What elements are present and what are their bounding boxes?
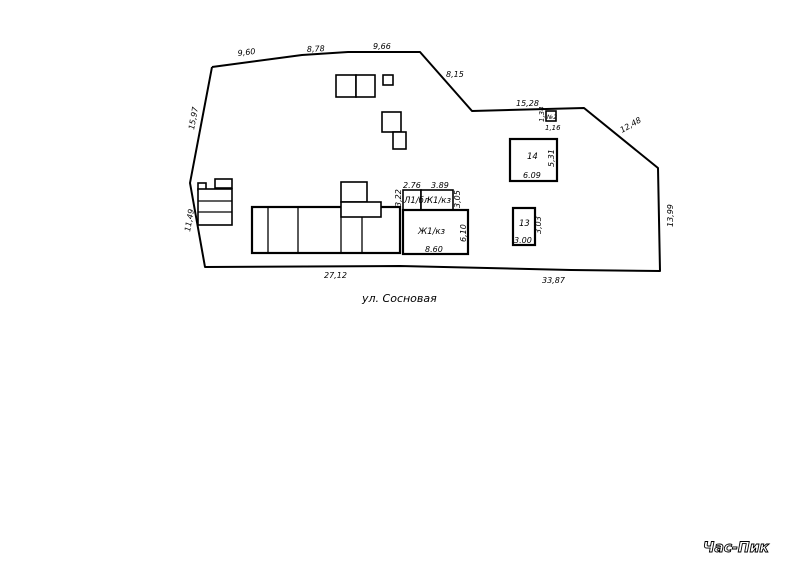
dim-diag-top: 8,15 <box>446 70 464 79</box>
outbuilding-left-small <box>214 178 233 189</box>
dim-left-upper: 15,97 <box>187 105 200 130</box>
outbuilding-row-top-a <box>340 181 368 203</box>
outbuilding-left-main <box>197 188 233 226</box>
l1-width: 2.76 <box>403 181 421 190</box>
b14-label: 14 <box>527 152 538 162</box>
b14-width: 6.09 <box>523 171 541 180</box>
k1-depth: 3,05 <box>453 190 462 208</box>
l1-depth: 3,22 <box>394 189 403 207</box>
b14-depth: 5,31 <box>547 149 556 167</box>
k1-label: К1/кз <box>427 196 451 206</box>
dim-diag-right: 12,48 <box>619 115 643 134</box>
dim-top-3: 9,66 <box>373 42 391 51</box>
outbuilding-top-small <box>382 74 394 86</box>
l1-label: Л1/бл <box>403 196 430 206</box>
dim-top-1: 9,60 <box>237 47 256 58</box>
small-width: 1,16 <box>545 124 561 132</box>
k1-width: 3.89 <box>431 181 449 190</box>
small-depth: 1,34 <box>538 106 546 122</box>
dim-right: 13,99 <box>666 204 675 227</box>
outbuilding-mid-upper <box>381 111 402 133</box>
street-label: ул. Сосновая <box>361 292 437 305</box>
building-14 <box>508 137 559 183</box>
zh1-width: 8.60 <box>425 245 443 254</box>
watermark-text: Час-Пик <box>703 540 769 556</box>
b13-depth: 3,03 <box>534 216 543 234</box>
dim-bottom-left: 27,12 <box>324 271 347 280</box>
outbuilding-top-left <box>335 74 357 98</box>
dim-bottom-right: 33,87 <box>542 276 566 285</box>
dim-top-2: 8,78 <box>307 44 325 54</box>
building-small-2 <box>545 110 557 122</box>
b13-label: 13 <box>519 219 530 229</box>
small-label: №2 <box>546 114 557 121</box>
zh1-depth: 6,10 <box>459 224 468 242</box>
zh1-label: Ж1/кз <box>417 227 446 237</box>
outbuilding-top-right <box>355 74 376 98</box>
building-13 <box>511 206 537 247</box>
plot-boundary <box>189 51 661 272</box>
outbuilding-mid-lower <box>392 131 407 150</box>
dim-left-lower: 11,49 <box>183 208 196 232</box>
dim-middle-right: 15,28 <box>516 99 539 108</box>
building-zh1 <box>401 208 470 256</box>
b13-width: 3.00 <box>514 236 532 245</box>
outbuilding-row-top-b <box>340 201 382 218</box>
